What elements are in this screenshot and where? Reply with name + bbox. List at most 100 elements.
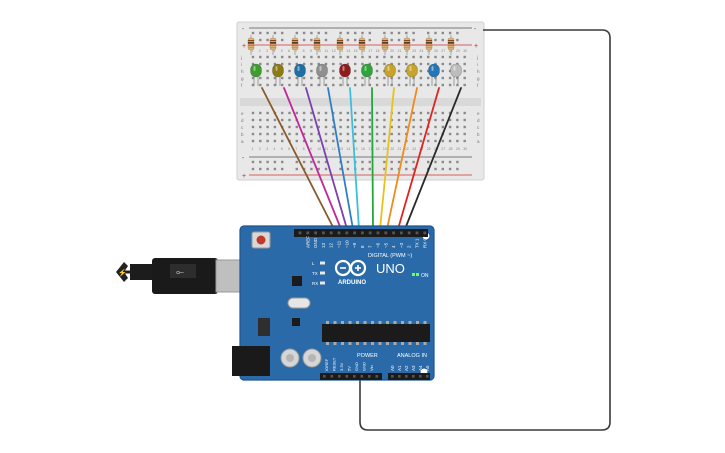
breadboard-hole [324,139,328,143]
breadboard-hole [281,62,284,66]
breadboard-hole [266,111,269,115]
led[interactable] [294,63,306,86]
header-pin [368,231,372,235]
signal-wire[interactable] [379,87,395,230]
signal-wire[interactable] [397,87,440,230]
led[interactable] [406,63,418,86]
breadboard-hole [419,125,423,129]
resistor[interactable] [247,35,255,55]
led[interactable] [272,63,284,86]
analog-header[interactable] [388,373,430,380]
rail-hole [259,160,262,164]
led[interactable] [361,63,373,86]
breadboard-hole [266,125,269,129]
breadboard-hole [310,132,313,136]
signal-wire[interactable] [371,87,374,230]
usb-cable[interactable]: ⚡ ⟜ [116,258,247,294]
resistor[interactable] [269,35,277,55]
resistor[interactable] [403,35,411,55]
resistor[interactable] [291,35,299,55]
on-led [416,273,419,276]
breadboard-hole [361,111,364,115]
analog-pin-label: A5 [425,365,430,371]
rail-hole [259,31,262,35]
column-number: 3 [266,147,268,151]
breadboard-hole [339,76,342,80]
atmega-chip [322,324,430,342]
breadboard-hole [346,62,350,66]
breadboard-hole [419,76,423,80]
header-pin [391,375,394,378]
column-number: 21 [398,49,402,53]
led[interactable] [316,63,328,86]
breadboard-hole [354,139,357,143]
breadboard-hole [266,139,269,143]
breadboard-hole [434,118,437,122]
led[interactable] [428,63,440,86]
breadboard-hole [295,125,298,129]
row-letter: g [477,76,480,81]
signal-wire[interactable] [261,87,335,230]
resistor[interactable] [313,35,321,55]
breadboard-hole [456,76,459,80]
led[interactable] [450,63,462,86]
breadboard-hole [383,83,386,87]
signal-wire[interactable] [404,87,462,230]
signal-wire[interactable] [305,87,348,230]
breadboard-hole [317,62,320,66]
breadboard-hole [295,111,298,115]
breadboard-hole [368,55,371,59]
breadboard-hole [383,125,386,129]
analog-pin-label: A1 [397,365,402,371]
led[interactable] [384,63,396,86]
breadboard-hole [463,125,466,129]
power-pin-label: RESET [332,357,337,371]
signal-wire[interactable] [327,87,354,230]
row-letter: a [241,139,244,144]
power-header[interactable] [320,373,382,380]
breadboard-hole [419,118,423,122]
breadboard-hole [456,111,459,115]
breadboard-hole [405,76,408,80]
breadboard-hole [332,139,335,143]
resistor[interactable] [425,35,433,55]
breadboard-hole [434,132,437,136]
breadboard-hole [383,62,386,66]
header-pin [323,375,326,378]
breadboard-hole [397,76,401,80]
led[interactable] [339,63,351,86]
led[interactable] [250,63,262,86]
signal-wire[interactable] [386,87,418,230]
breadboard-hole [441,139,444,143]
reset-button-cap[interactable] [256,235,266,245]
breadboard-hole [288,55,291,59]
breadboard-hole [419,62,423,66]
breadboard-hole [354,62,357,66]
power-jack[interactable] [232,346,270,376]
resistor[interactable] [381,35,389,55]
ground-wire[interactable] [359,29,611,431]
header-pin [345,231,349,235]
rail-hole [310,38,313,42]
resistor[interactable] [358,35,366,55]
resistor[interactable] [336,35,344,55]
rail-hole [397,38,401,42]
header-pin [322,231,325,235]
breadboard-hole [324,83,328,87]
header-pin [415,231,419,235]
breadboard-hole [448,139,452,143]
breadboard-hole [317,111,320,115]
breadboard-hole [302,62,306,66]
column-number: 18 [376,147,380,151]
breadboard-hole [302,76,306,80]
rail-hole [383,160,386,164]
signal-wire[interactable] [349,87,360,230]
column-number: 14 [346,147,350,151]
resistor[interactable] [447,35,455,55]
signal-wire[interactable] [283,87,342,230]
breadboard-hole [368,132,371,136]
digital-pin-label: AREF [305,236,310,248]
